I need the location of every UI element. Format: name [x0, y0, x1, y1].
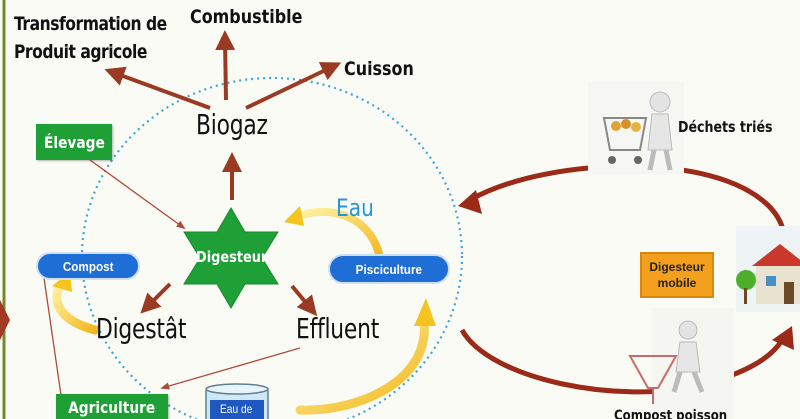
arrow-digesteur-digestat [140, 282, 172, 314]
effluent-label: Effluent [296, 312, 380, 345]
pisciculture-label: Pisciculture [355, 261, 423, 277]
biogaz-label: Biogaz [196, 108, 268, 141]
digesteur-star [183, 207, 279, 309]
digesteur-mobile-box: Digesteur mobile [640, 252, 714, 298]
arrow-to-transformation [104, 66, 211, 110]
output-cuisson-label: Cuisson [344, 58, 414, 80]
arrow-digestat-compost [52, 277, 100, 335]
funnel-person-illustration [628, 308, 734, 419]
cart-person-illustration [588, 82, 684, 174]
water-tank-label-bg [210, 400, 264, 419]
cycle-arrow-top-head [458, 190, 482, 214]
eau-tank-label: Eau de [220, 402, 253, 416]
eau-label: Eau [336, 194, 374, 222]
arrow-pisciculture-digesteur [292, 207, 384, 262]
output-combustible-label: Combustible [190, 6, 303, 28]
digesteur-label: Digesteur [196, 248, 268, 266]
arrow-compost-agriculture [43, 277, 65, 404]
arrow-to-cuisson [245, 62, 342, 110]
arrow-pisciculture-digesteur-head [284, 206, 304, 226]
arrow-elevage-digesteur [89, 159, 186, 230]
agriculture-box: Agriculture [56, 394, 168, 419]
cycle-arrow-bottom-head [772, 326, 794, 350]
digesteur-mobile-label: Digesteur mobile [649, 260, 705, 290]
arrow-to-combustible [215, 30, 236, 101]
pisciculture-pill: Pisciculture [328, 254, 450, 284]
arrow-effluent-agriculture [160, 347, 301, 390]
compost-label: Compost [62, 258, 114, 274]
elevage-label: Élevage [43, 132, 105, 152]
digestat-label: Digestât [96, 312, 187, 345]
house-illustration [736, 226, 800, 312]
arrow-to-pisciculture-head [414, 298, 436, 326]
agriculture-label: Agriculture [68, 398, 156, 417]
output-transformation-label: Transformation de Produit agricole [14, 13, 167, 63]
left-edge-marker [0, 300, 10, 340]
arrow-digesteur-effluent [290, 284, 318, 317]
dechets-label: Déchets triés [678, 118, 773, 136]
arrow-to-pisciculture [295, 317, 429, 415]
elevage-box: Élevage [36, 124, 112, 160]
compost-poisson-label: Compost poisson [614, 408, 728, 419]
compost-pill: Compost [36, 252, 140, 280]
